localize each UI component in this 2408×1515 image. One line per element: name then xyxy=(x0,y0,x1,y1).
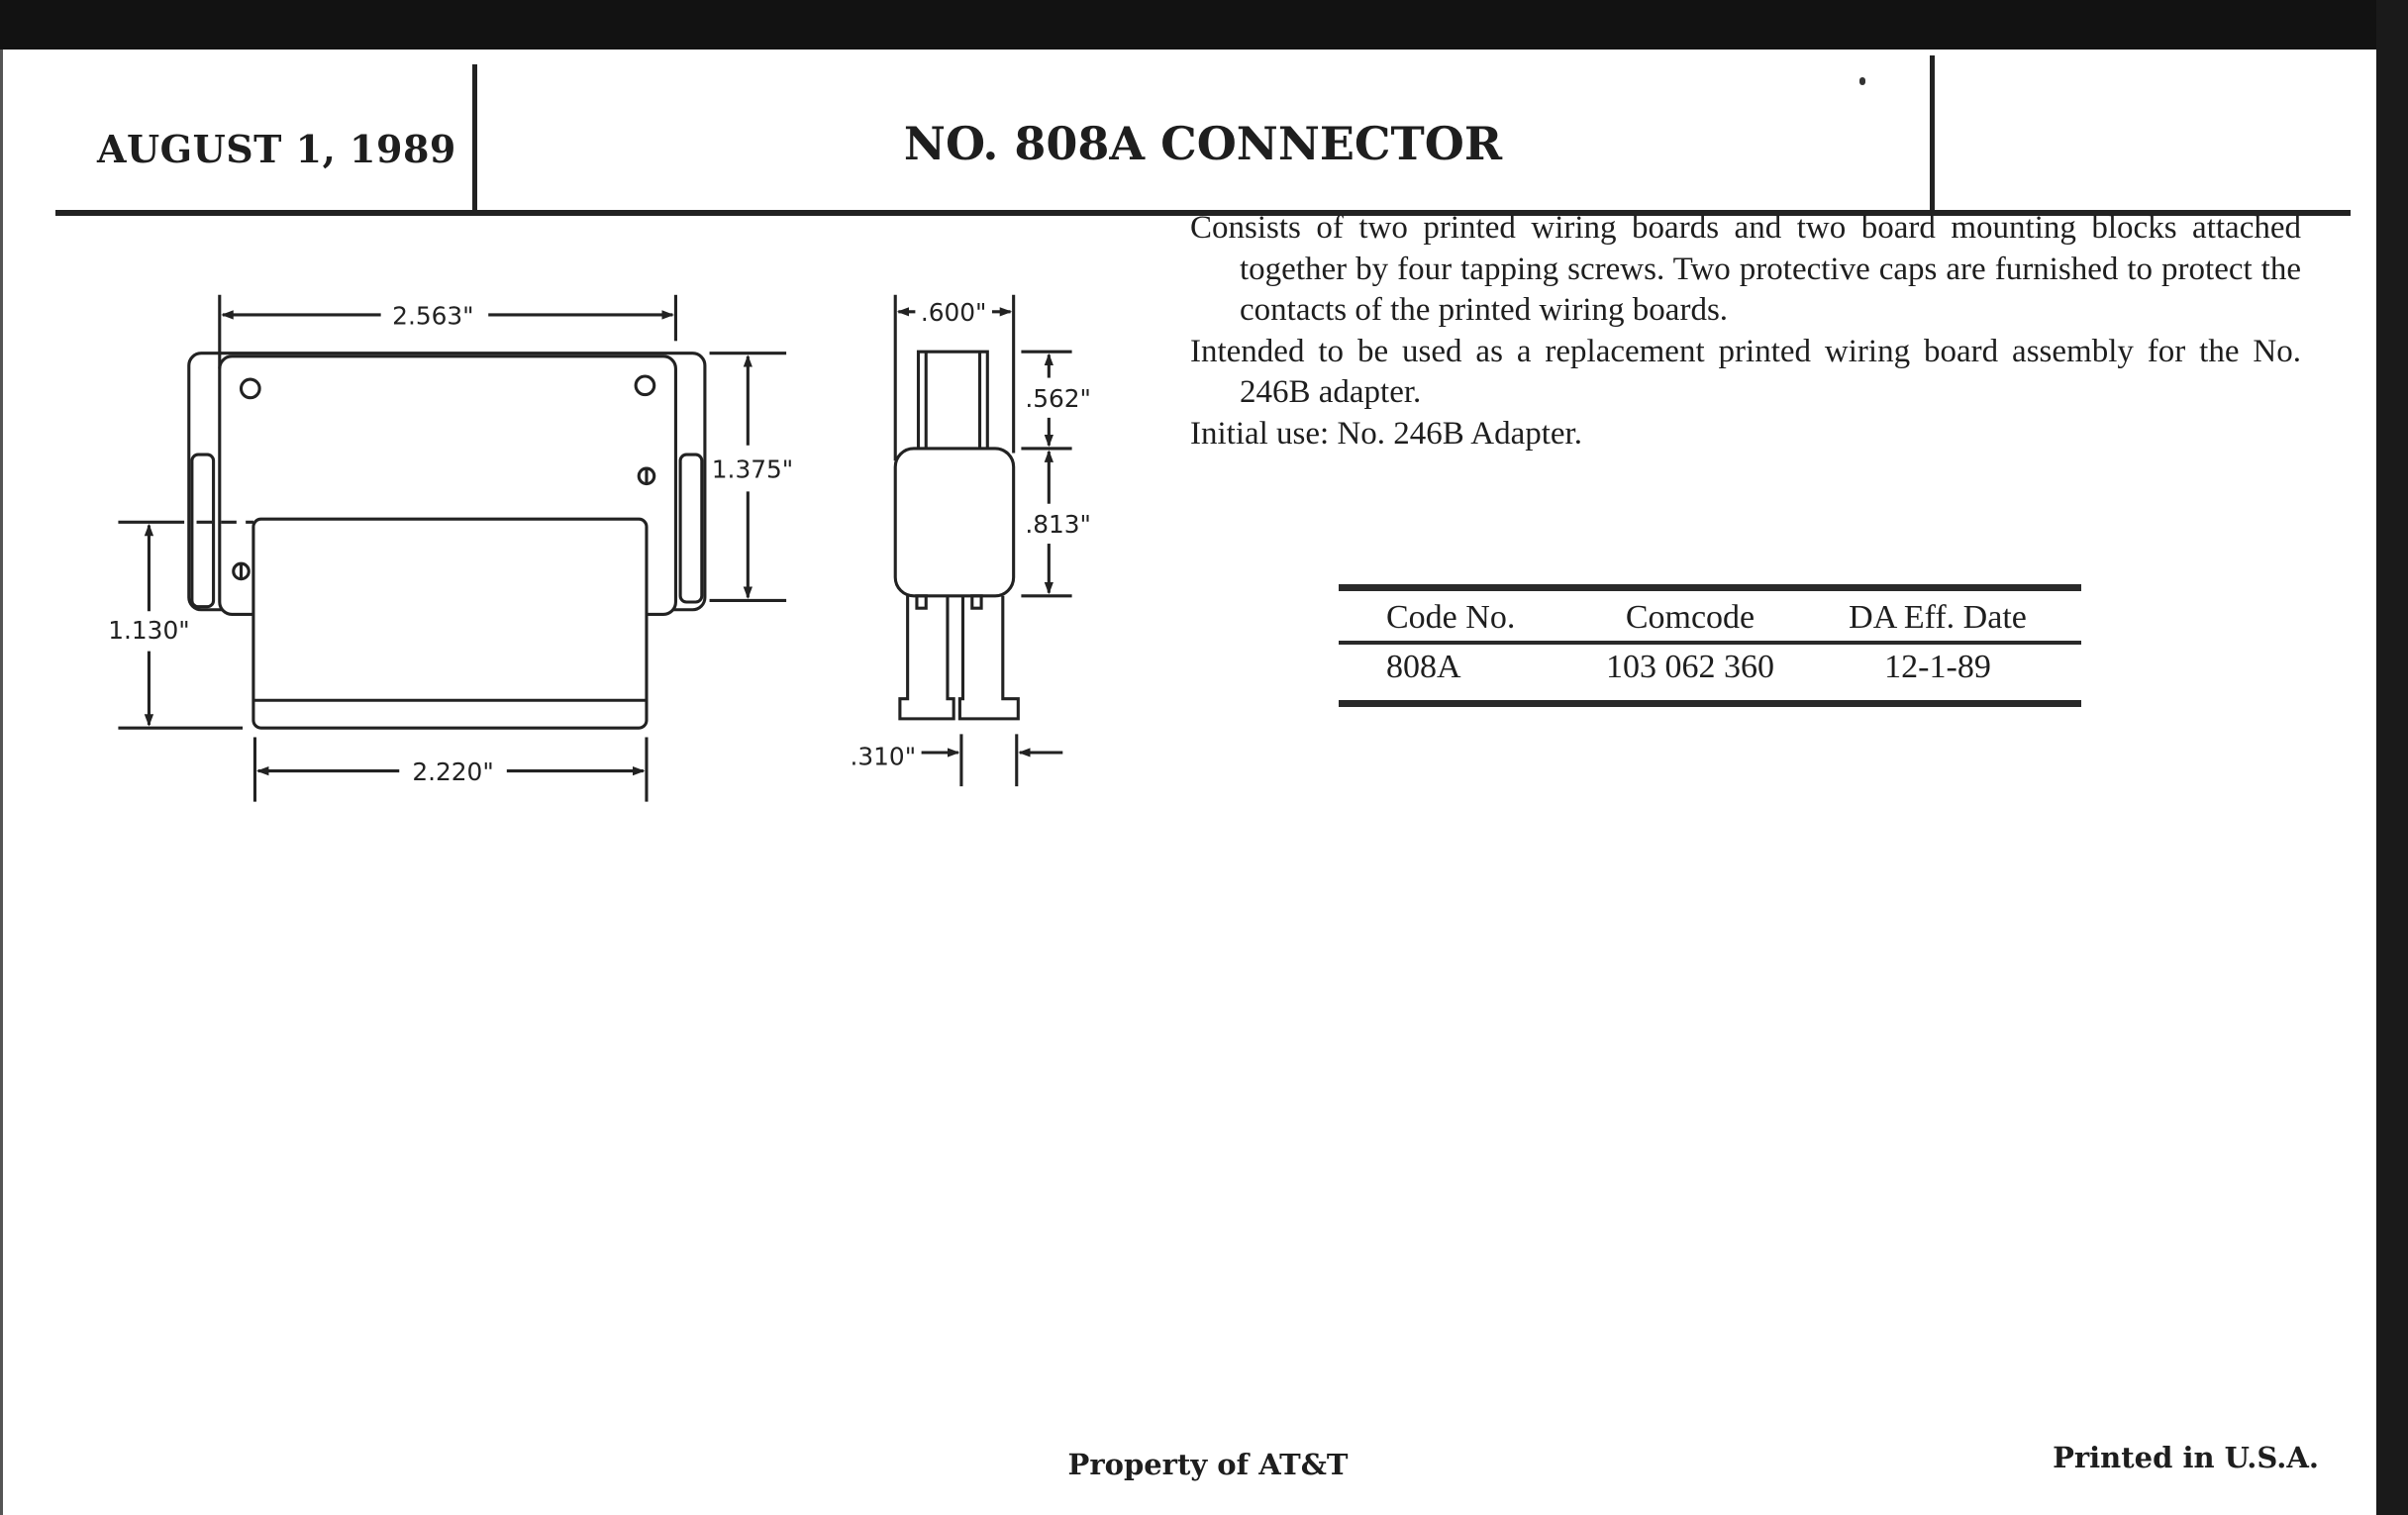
table-header-row: Code No. Comcode DA Eff. Date xyxy=(1339,595,2081,641)
screw-icon xyxy=(232,561,251,581)
scan-border-right xyxy=(2376,0,2408,1515)
right-side-tab xyxy=(678,453,704,604)
code-table: Code No. Comcode DA Eff. Date 808A 103 0… xyxy=(1339,584,2081,707)
description-paragraph: Intended to be used as a replacement pri… xyxy=(1190,333,2301,411)
side-view xyxy=(893,294,1072,787)
header-divider-left xyxy=(472,64,477,213)
page-title: NO. 808A CONNECTOR xyxy=(903,117,1503,170)
issue-date: AUGUST 1, 1989 xyxy=(97,127,456,171)
table-row: 808A 103 062 360 12-1-89 xyxy=(1339,645,2081,690)
dim-board-height: 1.130" xyxy=(108,616,189,645)
dim-board-width: 2.220" xyxy=(412,758,493,786)
left-leg xyxy=(898,595,955,721)
header-eff-date: DA Eff. Date xyxy=(1849,599,2027,636)
front-board-outline xyxy=(251,517,649,730)
dim-top-height: .562" xyxy=(1025,384,1091,413)
scan-speck xyxy=(1859,77,1865,85)
front-view xyxy=(118,294,787,802)
dim-leg-spacing: .310" xyxy=(851,742,917,770)
mounting-hole-icon xyxy=(239,377,261,400)
header-comcode: Comcode xyxy=(1625,599,1756,636)
right-leg xyxy=(957,595,1020,721)
table-top-rule xyxy=(1339,584,2081,591)
left-side-tab xyxy=(190,453,216,609)
scan-border-left xyxy=(0,50,3,1515)
cell-comcode: 103 062 360 xyxy=(1606,649,1774,685)
header-divider-right xyxy=(1930,55,1935,214)
description-paragraph: Consists of two printed wiring boards an… xyxy=(1190,210,2301,328)
cell-code-no: 808A xyxy=(1386,649,1461,685)
footer-property: Property of AT&T xyxy=(1067,1448,1349,1481)
table-bottom-rule xyxy=(1339,700,2081,707)
screw-icon xyxy=(637,466,656,486)
dim-overall-width: 2.563" xyxy=(392,301,473,330)
cell-eff-date: 12-1-89 xyxy=(1884,649,1991,685)
table-header-rule xyxy=(1339,641,2081,645)
footer-printed: Printed in U.S.A. xyxy=(2053,1441,2319,1474)
dim-overall-height: 1.375" xyxy=(712,454,793,483)
description: Consists of two printed wiring boards an… xyxy=(1190,208,2301,454)
header-code-no: Code No. xyxy=(1386,599,1516,636)
mounting-hole-icon xyxy=(634,374,656,397)
dim-side-width: .600" xyxy=(921,298,987,327)
side-body-outline xyxy=(893,447,1016,598)
scan-border-top xyxy=(0,0,2408,50)
description-paragraph: Initial use: No. 246B Adapter. xyxy=(1190,415,1582,452)
header-rule xyxy=(55,210,2351,216)
dim-body-height: .813" xyxy=(1025,510,1091,539)
